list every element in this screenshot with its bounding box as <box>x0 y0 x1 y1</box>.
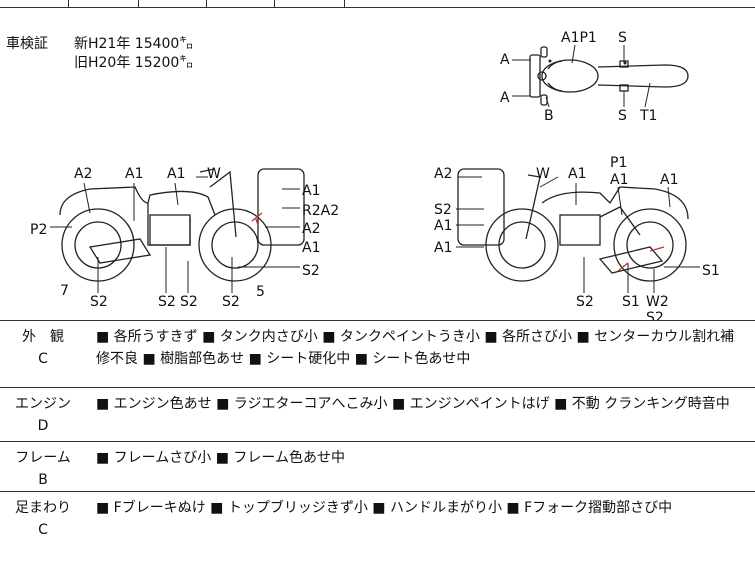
section-items: ■ 各所うすきず ■ タンク内さび小 ■ タンクペイントうき小 ■ 各所さび小 … <box>96 329 735 367</box>
section-header: 外 観 C <box>0 321 86 370</box>
label-top-t1: T1 <box>639 108 657 124</box>
label-left-7: 7 <box>60 283 69 299</box>
section-grade: D <box>37 418 49 434</box>
label-left-a1-a: A1 <box>125 166 143 182</box>
label-left-s2-b: S2 <box>158 294 176 310</box>
section-row-engine: エンジン D ■ エンジン色あせ ■ ラジエターコアへこみ小 ■ エンジンペイン… <box>0 388 755 442</box>
section-items: ■ Fブレーキぬけ ■ トップブリッジきず小 ■ ハンドルまがり小 ■ Fフォー… <box>96 500 673 516</box>
registration-old-mileage: 旧H20年 15200㌔ <box>74 55 194 71</box>
label-top-s-lower: S <box>618 108 627 124</box>
section-grade: B <box>38 472 48 488</box>
section-grade: C <box>38 522 48 538</box>
section-header: 足まわり C <box>0 492 86 541</box>
label-right-a1-c: A1 <box>660 172 678 188</box>
label-right-s1-right: S1 <box>702 263 720 279</box>
right-view-labels: A2 W A1 P1 A1 A1 S2 A1 A1 S1 S2 S1 W2 S2 <box>434 155 720 320</box>
label-right-w: W <box>536 166 550 182</box>
motorcycle-diagrams: A1P1 S A A B S T1 <box>30 30 720 320</box>
section-name: フレーム <box>15 450 71 466</box>
label-right-s2-left: S2 <box>434 202 452 218</box>
left-side-motorcycle <box>59 168 305 282</box>
label-left-s2-d: S2 <box>222 294 240 310</box>
section-header: エンジン D <box>0 388 86 437</box>
label-right-a2: A2 <box>434 166 452 182</box>
label-left-r2a2: R2A2 <box>302 203 339 219</box>
label-left-a1-d: A1 <box>302 240 320 256</box>
section-name: 外 観 <box>22 329 64 345</box>
section-row-exterior: 外 観 C ■ 各所うすきず ■ タンク内さび小 ■ タンクペイントうき小 ■ … <box>0 321 755 388</box>
left-view-labels: A2 A1 A1 W A1 R2A2 A2 A1 S2 P2 7 S2 S2 S… <box>30 166 339 310</box>
label-left-s2-a: S2 <box>90 294 108 310</box>
label-right-s2-bottom: S2 <box>576 294 594 310</box>
label-right-a1-a: A1 <box>568 166 586 182</box>
section-items: ■ フレームさび小 ■ フレーム色あせ中 <box>96 450 345 466</box>
section-grade: C <box>38 351 48 367</box>
section-items: ■ エンジン色あせ ■ ラジエターコアへこみ小 ■ エンジンペイントはげ ■ 不… <box>96 396 730 412</box>
label-left-a1-b: A1 <box>167 166 185 182</box>
label-top-a-upper: A <box>500 52 510 68</box>
label-left-a1-c: A1 <box>302 183 320 199</box>
section-name: エンジン <box>15 396 71 412</box>
section-row-frame: フレーム B ■ フレームさび小 ■ フレーム色あせ中 <box>0 442 755 492</box>
condition-table: 外 観 C ■ 各所うすきず ■ タンク内さび小 ■ タンクペイントうき小 ■ … <box>0 320 755 562</box>
section-header: フレーム B <box>0 442 86 491</box>
label-top-b: B <box>544 108 554 124</box>
top-view-labels: A1P1 S A A B S T1 <box>500 30 657 124</box>
label-left-w: W <box>207 166 221 182</box>
label-right-p1: P1 <box>610 155 627 171</box>
label-right-w2: W2 <box>646 294 669 310</box>
label-right-a1-b: A1 <box>610 172 628 188</box>
label-left-a2-b: A2 <box>302 221 320 237</box>
registration-new-mileage: 新H21年 15400㌔ <box>74 36 194 52</box>
section-name: 足まわり <box>15 500 71 516</box>
section-row-suspension: 足まわり C ■ Fブレーキぬけ ■ トップブリッジきず小 ■ ハンドルまがり小… <box>0 492 755 562</box>
label-right-s2-lowest: S2 <box>646 310 664 320</box>
label-right-a1-d: A1 <box>434 218 452 234</box>
label-left-a2: A2 <box>74 166 92 182</box>
label-top-a-lower: A <box>500 90 510 106</box>
label-top-a1p1: A1P1 <box>561 30 597 46</box>
label-left-s2-c: S2 <box>180 294 198 310</box>
label-left-s2-right: S2 <box>302 263 320 279</box>
header-strip <box>0 0 755 8</box>
right-side-motorcycle <box>457 168 689 282</box>
label-top-s-upper: S <box>618 30 627 46</box>
label-right-s1-bottom: S1 <box>622 294 640 310</box>
top-view-motorcycle <box>529 46 689 106</box>
label-left-5: 5 <box>256 284 265 300</box>
damage-diagram-panel: 車検証 新H21年 15400㌔ 旧H20年 15200㌔ A1P1 S A <box>0 7 755 320</box>
label-left-p2: P2 <box>30 222 47 238</box>
registration-label: 車検証 <box>6 36 48 52</box>
label-right-a1-e: A1 <box>434 240 452 256</box>
